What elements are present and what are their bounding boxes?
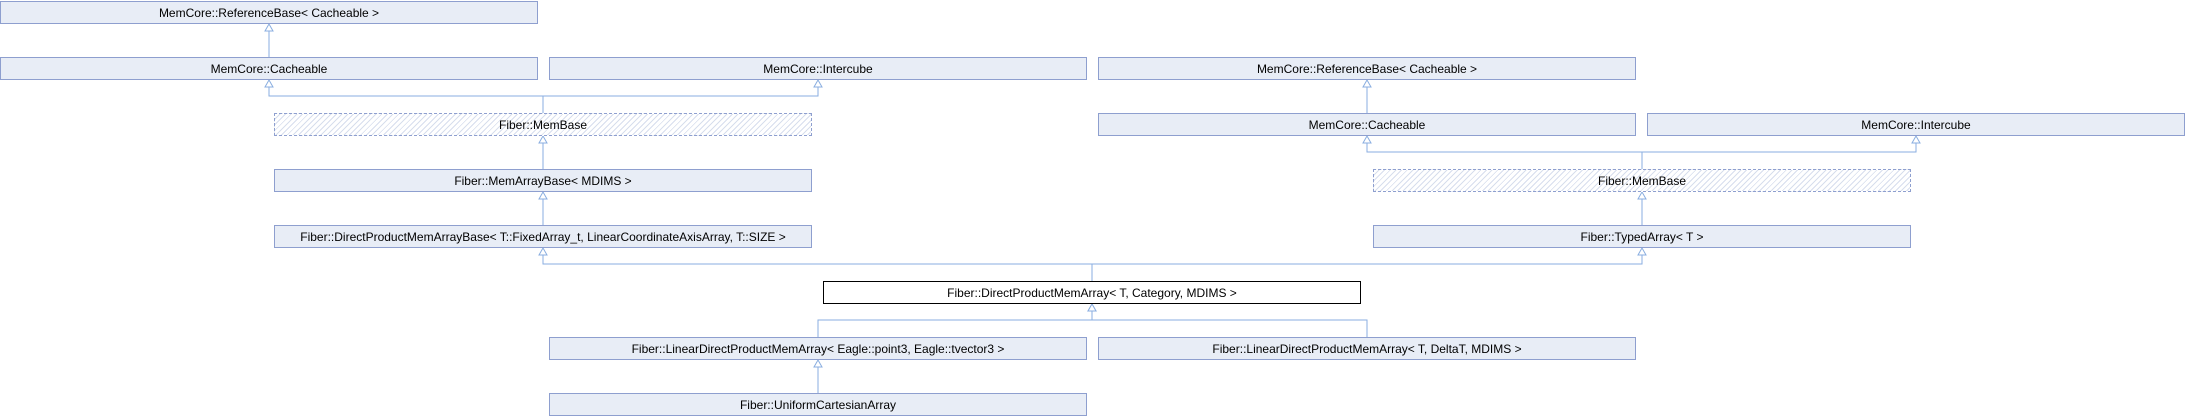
- class-node-label: Fiber::DirectProductMemArray< T, Categor…: [947, 285, 1237, 300]
- edge-membase-to-cacheable: [268, 85, 544, 113]
- class-node-label: MemCore::Intercube: [1861, 117, 1971, 132]
- class-node-label: Fiber::MemArrayBase< MDIMS >: [454, 173, 632, 188]
- class-node-label: MemCore::Intercube: [763, 61, 873, 76]
- class-node-linear-direct-product-eagle[interactable]: Fiber::LinearDirectProductMemArray< Eagl…: [549, 337, 1087, 360]
- edge-directproduct-to-typedarray: [1091, 253, 1643, 281]
- edge-cacheable-right-to-refbase-arrowhead: [1362, 78, 1372, 88]
- class-node-uniform-cartesian-array[interactable]: Fiber::UniformCartesianArray: [549, 393, 1087, 416]
- edge-delta-to-directproduct-arrowhead: [1087, 302, 1097, 312]
- class-node-membase-left[interactable]: Fiber::MemBase: [274, 113, 812, 136]
- class-node-direct-product-mem-array: Fiber::DirectProductMemArray< T, Categor…: [823, 281, 1361, 304]
- class-node-label: MemCore::Cacheable: [210, 61, 328, 76]
- edge-memarraybase-to-membase-arrowhead: [538, 134, 548, 144]
- edge-delta-to-directproduct: [1091, 309, 1368, 337]
- edge-directproduct-to-dpbase: [542, 253, 1093, 281]
- edge-eagle-to-directproduct: [817, 309, 1093, 337]
- class-node-label: Fiber::UniformCartesianArray: [739, 397, 897, 412]
- class-node-label: MemCore::Cacheable: [1308, 117, 1426, 132]
- class-node-direct-product-mem-array-base[interactable]: Fiber::DirectProductMemArrayBase< T::Fix…: [274, 225, 812, 248]
- edge-typedarray-to-membase-arrowhead: [1637, 190, 1647, 200]
- class-node-label: MemCore::ReferenceBase< Cacheable >: [158, 5, 380, 20]
- class-node-label: Fiber::TypedArray< T >: [1580, 229, 1704, 244]
- edge-membase-right-to-intercube: [1641, 141, 1917, 169]
- class-node-reference-base-right[interactable]: MemCore::ReferenceBase< Cacheable >: [1098, 57, 1636, 80]
- edge-membase-to-intercube: [542, 85, 819, 113]
- class-node-label: Fiber::MemBase: [1597, 173, 1687, 188]
- class-node-cacheable-left[interactable]: MemCore::Cacheable: [0, 57, 538, 80]
- edge-membase-right-to-intercube-arrowhead: [1911, 134, 1921, 144]
- edge-membase-right-to-cacheable: [1366, 141, 1643, 169]
- class-node-typed-array[interactable]: Fiber::TypedArray< T >: [1373, 225, 1911, 248]
- class-node-intercube-left[interactable]: MemCore::Intercube: [549, 57, 1087, 80]
- edge-membase-to-intercube-arrowhead: [813, 78, 823, 88]
- class-node-label: Fiber::MemBase: [498, 117, 588, 132]
- edge-membase-right-to-cacheable-arrowhead: [1362, 134, 1372, 144]
- class-node-label: Fiber::LinearDirectProductMemArray< Eagl…: [631, 341, 1005, 356]
- edge-cacheable-to-refbase-arrowhead: [264, 22, 274, 32]
- class-node-label: MemCore::ReferenceBase< Cacheable >: [1256, 61, 1478, 76]
- edge-uniform-to-eagle-arrowhead: [813, 358, 823, 368]
- class-node-membase-right[interactable]: Fiber::MemBase: [1373, 169, 1911, 192]
- class-node-label: Fiber::LinearDirectProductMemArray< T, D…: [1212, 341, 1522, 356]
- class-node-mem-array-base[interactable]: Fiber::MemArrayBase< MDIMS >: [274, 169, 812, 192]
- class-node-intercube-right[interactable]: MemCore::Intercube: [1647, 113, 2185, 136]
- edge-membase-to-cacheable-arrowhead: [264, 78, 274, 88]
- class-node-linear-direct-product-delta[interactable]: Fiber::LinearDirectProductMemArray< T, D…: [1098, 337, 1636, 360]
- edge-directproduct-to-typedarray-arrowhead: [1637, 246, 1647, 256]
- edge-dpbase-to-memarraybase-arrowhead: [538, 190, 548, 200]
- class-node-reference-base-left[interactable]: MemCore::ReferenceBase< Cacheable >: [0, 1, 538, 24]
- edge-directproduct-to-dpbase-arrowhead: [538, 246, 548, 256]
- class-node-cacheable-right[interactable]: MemCore::Cacheable: [1098, 113, 1636, 136]
- class-node-label: Fiber::DirectProductMemArrayBase< T::Fix…: [300, 229, 786, 244]
